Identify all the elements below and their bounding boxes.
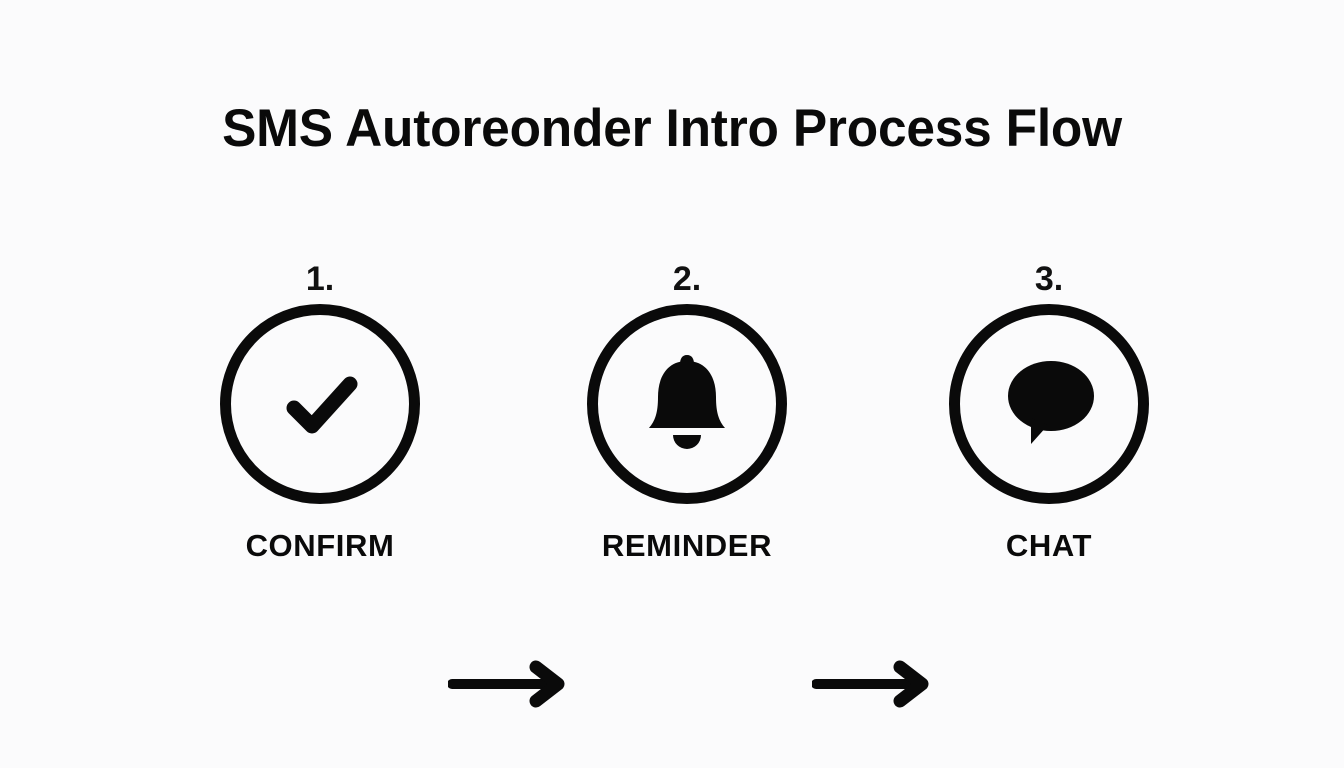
step-label: CONFIRM: [245, 528, 395, 563]
flow-step-confirm[interactable]: 1. CONFIRM: [200, 262, 440, 602]
process-flow: 1. CONFIRM 2.: [0, 262, 1344, 708]
step-number: 1.: [305, 260, 335, 298]
flow-connector-1: [448, 660, 566, 708]
flow-step-reminder[interactable]: 2. REMINDER: [567, 262, 807, 602]
flow-connector-2: [812, 660, 930, 708]
step-circle: [587, 304, 787, 504]
step-label: REMINDER: [601, 528, 773, 563]
arrow-right-icon: [812, 660, 930, 708]
arrow-right-icon: [448, 660, 566, 708]
step-label: CHAT: [1005, 528, 1093, 563]
step-number: 3.: [1034, 260, 1064, 298]
page-title: SMS Autoreonder Intro Process Flow: [222, 99, 1122, 158]
step-circle: [949, 304, 1149, 504]
step-number: 2.: [672, 260, 702, 298]
flow-step-chat[interactable]: 3. CHAT: [929, 262, 1169, 602]
step-circle: [220, 304, 420, 504]
